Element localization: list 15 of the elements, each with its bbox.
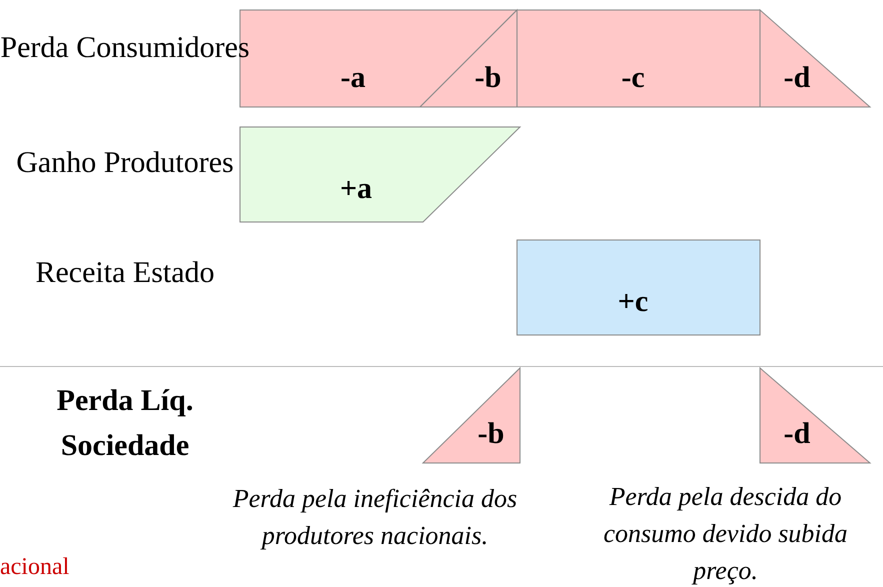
area-label: -d (784, 61, 810, 95)
area-label: -b (474, 61, 502, 95)
row-label: Ganho Produtores (15, 145, 235, 181)
area-label: -c (621, 61, 645, 95)
row-heading: Perda Líq. Sociedade (56, 383, 194, 464)
area-label: +a (340, 172, 372, 206)
area-label: -b (478, 417, 504, 451)
row-label: Perda Consumidores (0, 30, 250, 66)
area-label: -a (340, 61, 366, 95)
area-label: +c (618, 285, 648, 319)
caption-text: Perda pela ineficiência dos produtores nacionais. (232, 483, 518, 552)
row-label: Receita Estado (34, 255, 216, 291)
area-label: -d (784, 417, 810, 451)
note-text: acional (0, 553, 70, 582)
caption-text: Perda pela descida do consumo devido subida preço. (602, 481, 849, 587)
